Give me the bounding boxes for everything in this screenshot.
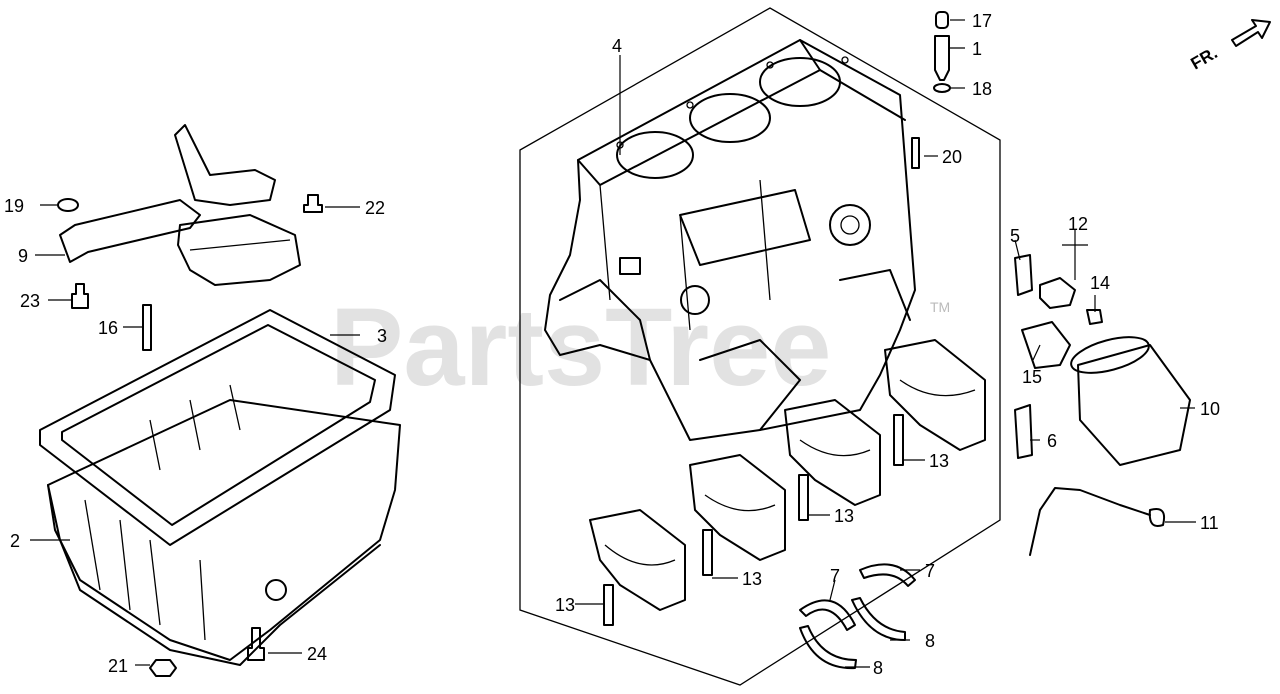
- bearing-cap-2: [689, 454, 786, 561]
- front-direction-label: FR.: [1188, 43, 1221, 73]
- washer: [933, 83, 951, 93]
- callout-19: 19: [4, 196, 24, 216]
- bearing-cap-bolt-1: [603, 584, 614, 626]
- filter-nipple: [1021, 321, 1071, 369]
- callout-5: 5: [1010, 226, 1020, 246]
- callout-17: 17: [972, 11, 992, 31]
- callout-6: 6: [1047, 431, 1057, 451]
- front-arrow-icon: [1231, 19, 1271, 47]
- oil-pan-gasket: [39, 309, 396, 546]
- thrust-washer-7b: [799, 599, 856, 631]
- bolt-23: [71, 283, 89, 309]
- watermark: PartsTree: [330, 286, 831, 409]
- callout-13a: 13: [555, 595, 575, 615]
- callout-24: 24: [307, 644, 327, 664]
- stud-16: [142, 304, 152, 351]
- callout-20: 20: [942, 147, 962, 167]
- callout-4: 4: [612, 36, 622, 56]
- o-ring: [57, 198, 79, 212]
- dipstick: [1029, 487, 1151, 556]
- clip-6: [1014, 404, 1033, 459]
- oil-strainer: [59, 124, 301, 286]
- callout-2: 2: [10, 531, 20, 551]
- callout-18: 18: [972, 79, 992, 99]
- bearing-cap-bolt-4: [893, 414, 904, 466]
- callout-15: 15: [1022, 367, 1042, 387]
- cylinder-block: [544, 39, 916, 441]
- callout-1: 1: [972, 39, 982, 59]
- oil-filter: [1070, 336, 1191, 466]
- callout-23: 23: [20, 291, 40, 311]
- bolt-24: [247, 627, 265, 661]
- clip-5: [1014, 254, 1033, 296]
- callout-8a: 8: [925, 631, 935, 651]
- callout-3: 3: [377, 326, 387, 346]
- watermark-tm: TM: [930, 299, 950, 315]
- callout-21: 21: [108, 656, 128, 676]
- bearing-cap-1: [589, 509, 686, 611]
- dowel-pin: [911, 137, 920, 169]
- callout-13d: 13: [929, 451, 949, 471]
- callout-7a: 7: [925, 561, 935, 581]
- bolt-14: [1086, 309, 1103, 325]
- callout-8b: 8: [873, 658, 883, 678]
- bearing-cap-3: [784, 399, 881, 506]
- thrust-washer-8b: [799, 625, 857, 670]
- thrust-washer-7a: [859, 563, 916, 587]
- callout-16: 16: [98, 318, 118, 338]
- oil-pan: [47, 399, 401, 666]
- callout-22: 22: [365, 198, 385, 218]
- callout-11: 11: [1200, 513, 1219, 533]
- bearing-cap-bolt-2: [702, 529, 713, 576]
- oil-pressure-switch: [1039, 277, 1076, 309]
- cap: [935, 11, 949, 29]
- bearing-cap-bolt-3: [798, 474, 809, 521]
- bearing-cap-4: [884, 339, 986, 451]
- stud-bolt: [934, 35, 950, 81]
- front-direction-marker: FR.: [1188, 19, 1271, 73]
- drain-bolt: [149, 659, 177, 677]
- callout-13b: 13: [742, 569, 762, 589]
- bolt-22: [303, 194, 323, 213]
- thrust-washer-8a: [851, 597, 906, 641]
- callout-10: 10: [1200, 399, 1220, 419]
- leader-lines: [30, 19, 1196, 668]
- callout-13c: 13: [834, 506, 854, 526]
- callout-14: 14: [1090, 273, 1110, 293]
- callout-numbers: 1 2 3 4 5 6 7 7 8 8 9 10 11 12 13 13 13 …: [4, 11, 1220, 678]
- callout-7b: 7: [830, 566, 840, 586]
- callout-12: 12: [1068, 214, 1088, 234]
- assembly-boundary: [519, 7, 1001, 686]
- callout-9: 9: [18, 246, 28, 266]
